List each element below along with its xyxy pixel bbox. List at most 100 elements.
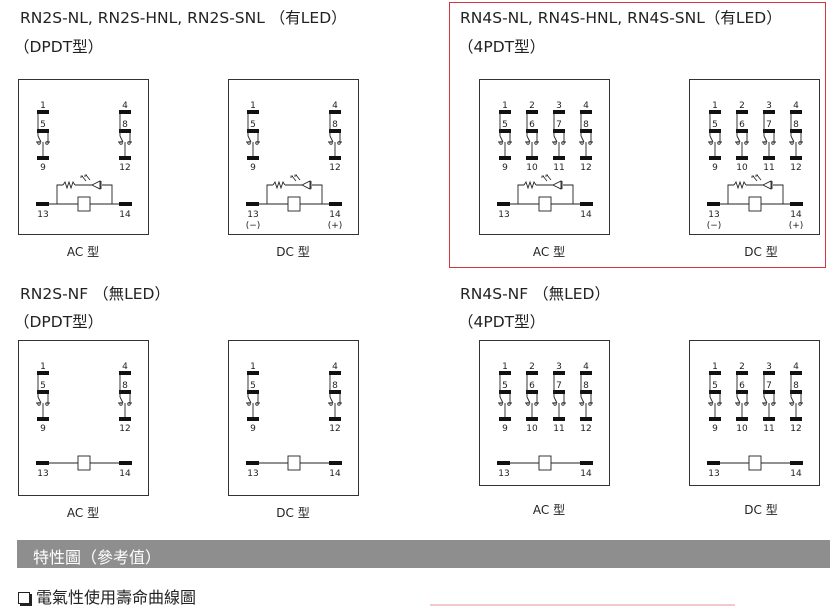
contact-point: [499, 141, 503, 145]
pin-label: 3: [766, 362, 772, 372]
pin-label: 2: [739, 362, 745, 372]
pin-terminal: [709, 156, 721, 160]
pin-label: 2: [529, 101, 535, 111]
contact-point: [499, 402, 503, 406]
pin-terminal: [790, 110, 802, 114]
pin-label: 14: [119, 469, 131, 479]
pin-terminal: [329, 156, 341, 160]
subsection-title: 電氣性使用壽命曲線圖: [36, 588, 197, 607]
pin-terminal: [329, 129, 341, 133]
contact-point: [526, 402, 530, 406]
section-title: 特性圖（參考值）: [33, 548, 162, 567]
contact-point: [580, 402, 584, 406]
pin-label: 13: [498, 210, 509, 220]
coil-symbol: [748, 455, 762, 471]
pin-label: 10: [526, 424, 538, 434]
pin-terminal: [499, 156, 511, 160]
contact-point: [247, 402, 251, 406]
pin-label: 8: [332, 381, 338, 391]
pin-label: 13: [247, 469, 258, 479]
pin-terminal: [499, 390, 511, 394]
caption-rn4s-led-dc: DC 型: [744, 245, 778, 259]
rn4s-nf-title: RN4S-NF （無LED）: [460, 285, 610, 303]
pin-terminal: [246, 461, 259, 465]
pin-label: 12: [790, 163, 801, 173]
pin-terminal: [736, 110, 748, 114]
pin-terminal: [246, 202, 259, 206]
pin-label: 11: [553, 424, 564, 434]
pin-label: 14: [580, 210, 592, 220]
pin-label: 9: [712, 424, 718, 434]
pin-label: 5: [40, 120, 46, 130]
pin-label: 14: [580, 469, 592, 479]
pin-terminal: [526, 110, 538, 114]
polarity-minus-label: (−): [707, 221, 722, 231]
contact-point: [717, 402, 721, 406]
led-diode-symbol: [300, 180, 312, 190]
section-header-bar: 特性圖（參考值）: [17, 540, 830, 568]
pin-label: 12: [790, 424, 801, 434]
pin-label: 12: [329, 163, 340, 173]
contact-point: [45, 402, 49, 406]
coil-symbol: [287, 455, 301, 471]
pin-terminal: [499, 371, 511, 375]
resistor-symbol: [733, 180, 747, 190]
pin-label: 8: [583, 381, 589, 391]
contact-point: [709, 402, 713, 406]
contact-point: [534, 141, 538, 145]
contact-point: [561, 402, 565, 406]
pin-label: 4: [122, 101, 128, 111]
pin-label: 9: [40, 163, 46, 173]
pin-label: 14: [119, 210, 131, 220]
pin-label: 2: [529, 362, 535, 372]
contact-point: [247, 141, 251, 145]
pin-terminal: [37, 390, 49, 394]
pin-terminal: [329, 202, 342, 206]
pin-terminal: [553, 390, 565, 394]
pin-terminal: [790, 461, 803, 465]
contact-point: [588, 141, 592, 145]
contact-point: [588, 402, 592, 406]
pin-label: 12: [329, 424, 340, 434]
pin-label: 10: [526, 163, 538, 173]
pin-terminal: [709, 129, 721, 133]
pin-terminal: [526, 417, 538, 421]
contact-point: [127, 141, 131, 145]
pin-label: 3: [556, 362, 562, 372]
pin-terminal: [37, 156, 49, 160]
pin-terminal: [329, 110, 341, 114]
pin-label: 8: [583, 120, 589, 130]
pin-label: 7: [556, 120, 562, 130]
coil-symbol: [538, 196, 552, 212]
pin-terminal: [119, 390, 131, 394]
pin-terminal: [709, 371, 721, 375]
highlight-frame: [449, 2, 826, 268]
pin-terminal: [763, 156, 775, 160]
pin-terminal: [580, 129, 592, 133]
pin-terminal: [580, 390, 592, 394]
pin-terminal: [580, 110, 592, 114]
contact-point: [744, 141, 748, 145]
pin-label: 1: [40, 101, 46, 111]
rn4s-led-type: （4PDT型）: [458, 38, 546, 56]
pin-terminal: [580, 461, 593, 465]
led-light-icon: [290, 174, 301, 182]
pin-terminal: [499, 129, 511, 133]
contact-point: [337, 141, 341, 145]
pin-terminal: [553, 156, 565, 160]
pin-label: 5: [250, 120, 256, 130]
pin-terminal: [763, 371, 775, 375]
pin-label: 9: [250, 163, 256, 173]
pin-terminal: [329, 417, 341, 421]
contact-point: [736, 402, 740, 406]
contact-point: [717, 141, 721, 145]
pin-label: 2: [739, 101, 745, 111]
led-circuit-wire: [517, 184, 574, 204]
led-light-icon: [751, 174, 762, 182]
pin-label: 6: [529, 381, 535, 391]
pin-terminal: [329, 390, 341, 394]
polarity-minus-label: (−): [246, 221, 261, 231]
pin-label: 8: [793, 381, 799, 391]
